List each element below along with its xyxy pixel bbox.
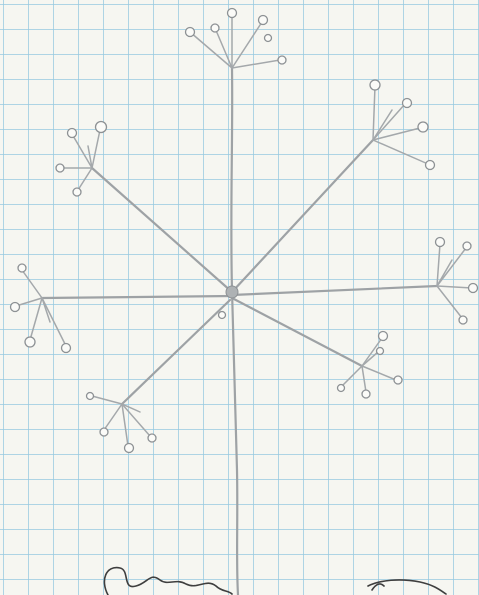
flower-bud: [186, 28, 195, 37]
ray-right: [232, 286, 437, 295]
umbellet-top-left: [56, 122, 107, 197]
flower-bud: [394, 376, 402, 384]
flower-bud: [25, 337, 35, 347]
center-bud: [219, 312, 226, 319]
flower-bud: [338, 385, 345, 392]
flower-bud: [379, 332, 388, 341]
flower-bud: [362, 390, 370, 398]
flower-bud: [211, 24, 219, 32]
umbellet-top: [186, 9, 287, 69]
flower-bud: [56, 164, 64, 172]
flower-bud: [403, 99, 412, 108]
flower-bud: [436, 238, 445, 247]
flower-bud: [469, 284, 478, 293]
umbel-rays: [42, 140, 437, 404]
ray-lower-right: [232, 298, 362, 366]
flower-bud: [62, 344, 71, 353]
flower-bud: [259, 16, 268, 25]
flower-bud: [418, 122, 428, 132]
umbellet-top-right: [370, 80, 435, 170]
flower-bud: [100, 428, 108, 436]
flower-bud: [459, 316, 467, 324]
umbel-center: [226, 286, 238, 298]
flower-bud: [148, 434, 156, 442]
flower-bud: [11, 303, 20, 312]
ray-left: [42, 296, 232, 298]
handwriting-scribble: [104, 568, 446, 595]
flower-bud: [370, 80, 380, 90]
umbellet-left: [11, 264, 71, 353]
umbellet-lower-left: [87, 393, 157, 453]
ray-lower-left: [122, 300, 230, 404]
flower-bud: [87, 393, 94, 400]
flower-bud: [125, 444, 134, 453]
flower-bud: [377, 348, 384, 355]
umbellet-right: [436, 238, 478, 325]
flower-bud: [18, 264, 26, 272]
flower-bud: [68, 129, 77, 138]
flower-bud: [278, 56, 286, 64]
flower-bud: [265, 35, 272, 42]
flower-bud: [96, 122, 107, 133]
ray-top-left: [92, 168, 232, 292]
umbellet-lower-right: [338, 332, 403, 399]
ray-top-right: [232, 140, 373, 292]
main-stem: [231, 68, 238, 595]
flower-bud: [73, 188, 81, 196]
flower-bud: [228, 9, 237, 18]
flower-bud: [426, 161, 435, 170]
flower-bud: [463, 242, 471, 250]
